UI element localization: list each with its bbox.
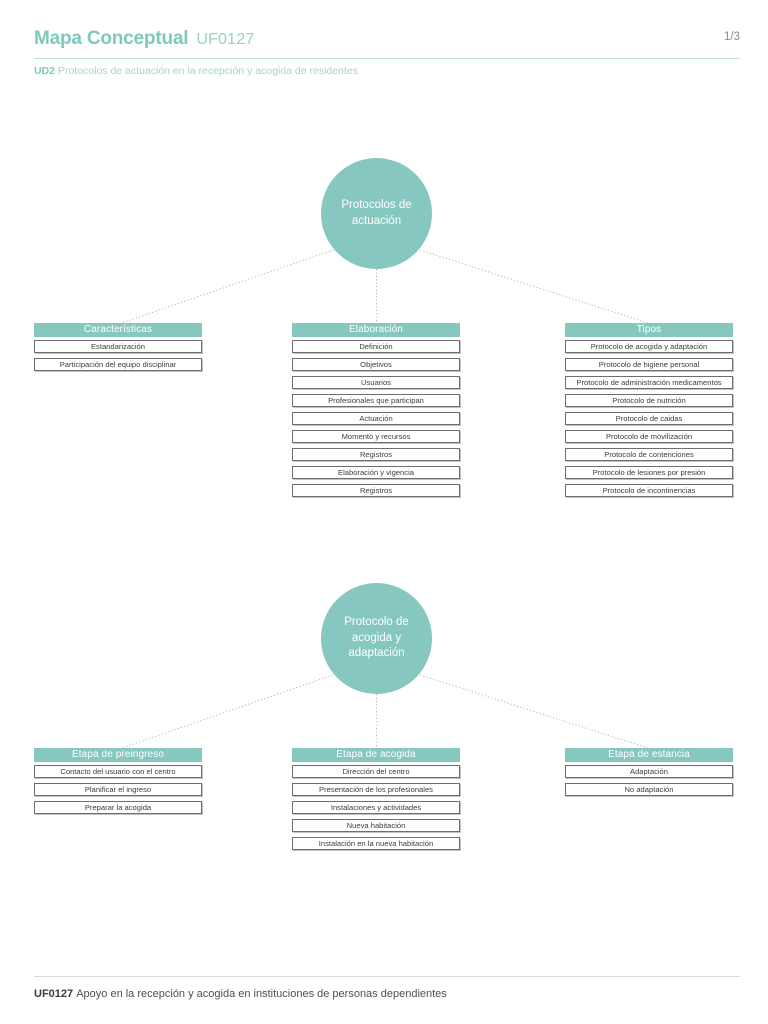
branch-item: Protocolo de lesiones por presión [565, 466, 733, 479]
connector-acogida-to-preingreso [121, 674, 334, 749]
branch-item: Planificar el ingreso [34, 783, 202, 796]
unit-label: UD2 [34, 65, 56, 77]
header-subtitle: UD2 Protocolos de actuación en la recepc… [34, 65, 358, 77]
branch-header-caracteristicas: Características [34, 323, 202, 337]
branch-item: Objetivos [292, 358, 460, 371]
branch-etapa-preingreso: Etapa de preingreso Contacto del usuario… [34, 748, 202, 819]
branch-item: Protocolo de movilización [565, 430, 733, 443]
branch-item: Contacto del usuario con el centro [34, 765, 202, 778]
branch-item: Registros [292, 448, 460, 461]
header-divider [34, 58, 740, 59]
branch-item: Protocolo de acogida y adaptación [565, 340, 733, 353]
branch-item: Protocolo de incontinencias [565, 484, 733, 497]
branch-item: Protocolo de higiene personal [565, 358, 733, 371]
footer-text: UF0127 Apoyo en la recepción y acogida e… [34, 988, 447, 1000]
branch-caracteristicas: Características Estandarización Particip… [34, 323, 202, 376]
header-title-row: Mapa Conceptual UF0127 [34, 28, 734, 54]
branch-item: Protocolo de nutrición [565, 394, 733, 407]
branch-header-etapa-acogida: Etapa de acogida [292, 748, 460, 762]
branch-item: Usuarios [292, 376, 460, 389]
branch-item: Participación del equipo disciplinar [34, 358, 202, 371]
connector-acogida-to-estancia [419, 674, 649, 749]
central-node-protocolos-actuacion: Protocolos de actuación [321, 158, 432, 269]
branch-item: Preparar la acogida [34, 801, 202, 814]
branch-tipos: Tipos Protocolo de acogida y adaptación … [565, 323, 733, 502]
branch-item: No adaptación [565, 783, 733, 796]
branch-etapa-estancia: Etapa de estancia Adaptación No adaptaci… [565, 748, 733, 801]
branch-item: Instalaciones y actividades [292, 801, 460, 814]
branch-item: Adaptación [565, 765, 733, 778]
footer-code: UF0127 [34, 988, 74, 1000]
footer-description: Apoyo en la recepción y acogida en insti… [76, 988, 447, 1000]
branch-item: Registros [292, 484, 460, 497]
branch-elaboracion: Elaboración Definición Objetivos Usuario… [292, 323, 460, 502]
page-header: Mapa Conceptual UF0127 1/3 UD2 Protocolo… [0, 0, 768, 92]
branch-header-etapa-preingreso: Etapa de preingreso [34, 748, 202, 762]
branch-item: Estandarización [34, 340, 202, 353]
branch-item: Elaboración y vigencia [292, 466, 460, 479]
branch-etapa-acogida: Etapa de acogida Dirección del centro Pr… [292, 748, 460, 855]
branch-item: Definición [292, 340, 460, 353]
branch-item: Protocolo de caidas [565, 412, 733, 425]
branch-header-tipos: Tipos [565, 323, 733, 337]
footer-divider [34, 976, 740, 977]
branch-item: Nueva habitación [292, 819, 460, 832]
unit-subtitle: Protocolos de actuación en la recepción … [57, 65, 358, 77]
page-footer: UF0127 Apoyo en la recepción y acogida e… [0, 958, 768, 1024]
page-title-code: UF0127 [196, 31, 255, 48]
branch-item: Momento y recursos [292, 430, 460, 443]
connector-protocolos-to-tipos [419, 249, 649, 324]
central-node-protocolo-acogida-adaptacion: Protocolo de acogida y adaptación [321, 583, 432, 694]
branch-header-elaboracion: Elaboración [292, 323, 460, 337]
branch-item: Instalación en la nueva habitación [292, 837, 460, 850]
branch-item: Actuación [292, 412, 460, 425]
page-number: 1/3 [724, 31, 740, 43]
branch-item: Profesionales que participan [292, 394, 460, 407]
branch-item: Dirección del centro [292, 765, 460, 778]
connector-protocolos-to-caracteristicas [121, 249, 334, 324]
branch-item: Presentación de los profesionales [292, 783, 460, 796]
page-title: Mapa Conceptual [34, 28, 189, 49]
branch-item: Protocolo de contenciones [565, 448, 733, 461]
branch-header-etapa-estancia: Etapa de estancia [565, 748, 733, 762]
branch-item: Protocolo de administración medicamentos [565, 376, 733, 389]
